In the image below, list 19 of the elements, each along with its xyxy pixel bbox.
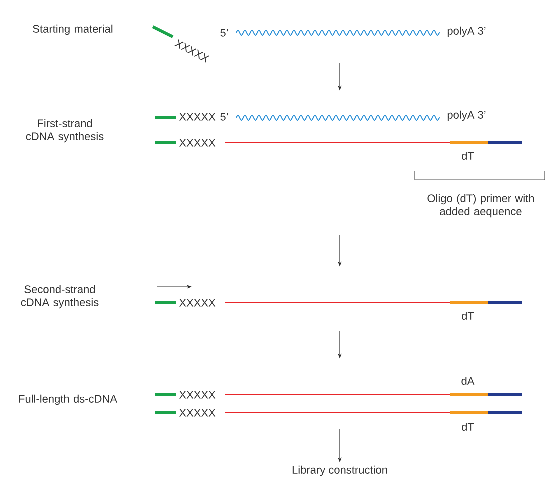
primer-label: dT [462, 152, 474, 160]
end-label: 5’ [220, 113, 228, 121]
end-label: 5’ [220, 29, 228, 37]
annotation-label: Oligo (dT) primer with added aequence [428, 194, 534, 218]
step-label: Full-length ds-cDNA [19, 394, 118, 406]
adapter-label: XXXXX [179, 409, 216, 417]
step-label: Starting material [33, 24, 113, 36]
step-label: Library construction [292, 466, 388, 476]
adapter-label: XXXXX [179, 113, 216, 121]
primer-label: dT [462, 312, 474, 320]
polya-label: polyA 3’ [448, 110, 486, 122]
polya-label: polyA 3’ [448, 26, 486, 38]
primer-label: dA [462, 376, 475, 386]
adapter-label: XXXXX [179, 391, 216, 399]
adapter-label: XXXXX [179, 299, 216, 307]
step-label: Second-strand cDNA synthesis [21, 285, 99, 309]
step-label: First-strand cDNA synthesis [26, 119, 104, 143]
primer-label: dT [462, 422, 474, 432]
adapter-label: XXXXX [179, 139, 216, 147]
